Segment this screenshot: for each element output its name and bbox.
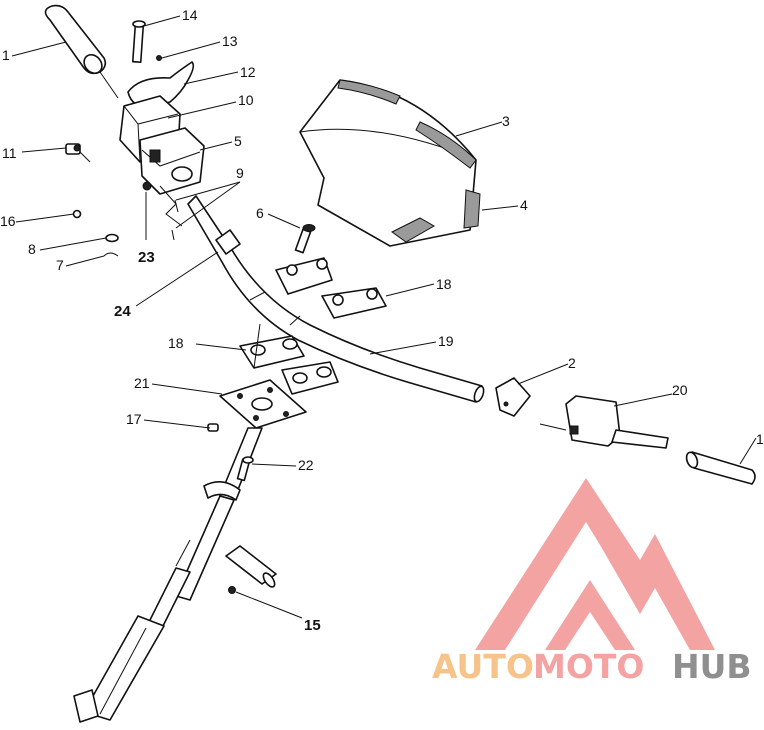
callout-24: 24	[114, 303, 131, 320]
watermark-word-auto: AUTO	[432, 647, 534, 686]
watermark-triangle	[475, 478, 715, 650]
callout-14: 14	[182, 7, 198, 23]
watermark-word-moto: MOTO	[533, 647, 644, 686]
callout-22: 22	[298, 457, 314, 473]
callout-labels: 1 14 13 12 10 3 11 5 9 16 6 4 8 23 7 18 …	[0, 7, 764, 634]
callout-13: 13	[222, 33, 238, 49]
callout-18-top: 18	[436, 276, 452, 292]
callout-1-right: 1	[756, 431, 764, 447]
watermark-word-hub: HUB	[672, 647, 752, 686]
washer-16	[72, 209, 82, 219]
master-cylinder-20	[539, 395, 669, 449]
upper-clamp-18-top	[275, 257, 387, 319]
pin-14	[131, 20, 146, 64]
headlight-lens-4	[391, 189, 481, 243]
callout-23: 23	[138, 249, 155, 266]
callout-19: 19	[438, 333, 454, 349]
callout-1-left: 1	[2, 47, 10, 63]
screw-11	[65, 143, 91, 163]
nut-13	[156, 55, 162, 61]
steering-post	[73, 427, 263, 723]
callout-12: 12	[240, 64, 256, 80]
callout-5: 5	[234, 133, 242, 149]
mount-plate-21	[219, 379, 307, 429]
clamp-24	[215, 229, 241, 255]
callout-9: 9	[236, 165, 244, 181]
bolt-22	[236, 456, 254, 482]
watermark-logo	[475, 478, 715, 650]
callout-10: 10	[238, 92, 254, 108]
switch-block-5	[139, 127, 205, 195]
callout-17: 17	[126, 411, 142, 427]
callout-16: 16	[0, 213, 16, 229]
callout-4: 4	[520, 197, 528, 213]
screws-9	[159, 185, 183, 241]
callout-8: 8	[28, 241, 36, 257]
cable-clip-2	[495, 377, 531, 417]
callout-3: 3	[502, 113, 510, 129]
sleeve-15	[225, 545, 277, 588]
headlight-cover-3	[299, 79, 477, 247]
right-grip	[685, 451, 756, 485]
washer-15	[228, 586, 236, 594]
washer-8	[105, 233, 119, 243]
clip-7	[103, 252, 119, 257]
callout-15: 15	[304, 617, 321, 634]
callout-21: 21	[134, 375, 150, 391]
callout-6: 6	[256, 205, 264, 221]
callout-7: 7	[56, 257, 64, 273]
leader-lines	[11, 15, 757, 619]
callout-20: 20	[672, 382, 688, 398]
watermark-inner-triangle	[545, 580, 635, 650]
callout-11: 11	[2, 145, 17, 161]
callout-2: 2	[568, 355, 576, 371]
lower-clamp-18	[239, 323, 339, 395]
watermark-wordmark: AUTO MOTO HUB	[432, 647, 752, 686]
bolt-6	[294, 224, 316, 254]
left-grip	[44, 4, 119, 99]
callout-18-lower: 18	[168, 335, 184, 351]
handlebar-19	[187, 195, 485, 403]
